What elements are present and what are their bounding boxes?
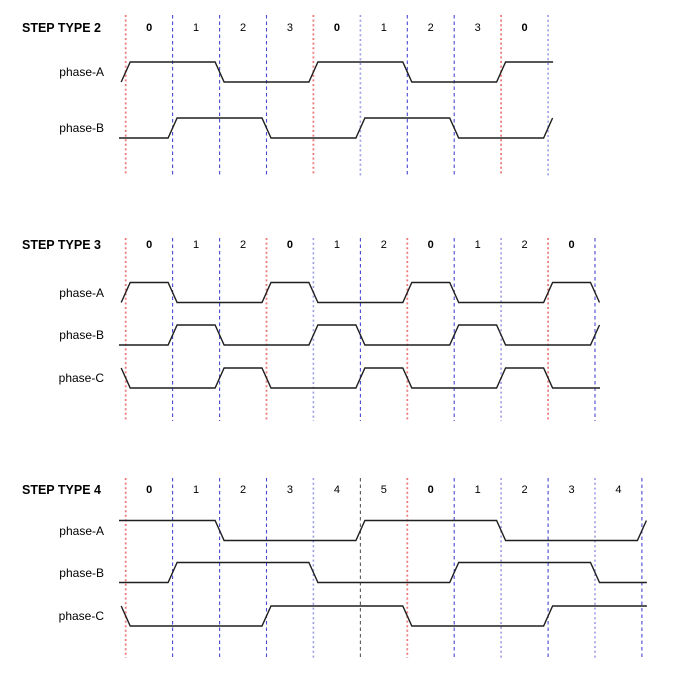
step-number: 3 — [474, 22, 481, 34]
step-number: 5 — [380, 484, 387, 496]
waveform-phase-A — [119, 519, 648, 542]
waveform-phase-C — [120, 367, 600, 389]
step-number: 2 — [380, 239, 387, 251]
step-number: 4 — [615, 484, 622, 496]
step-number: 0 — [427, 239, 434, 251]
step-number: 1 — [193, 239, 200, 251]
step-number: 1 — [193, 484, 200, 496]
step-number: 0 — [286, 239, 294, 251]
step-number: 3 — [286, 22, 294, 34]
step-number: 1 — [333, 239, 340, 251]
step-number: 1 — [474, 239, 481, 251]
phase-label: phase-A — [59, 285, 104, 300]
step-number: 1 — [193, 22, 200, 34]
phase-label: phase-C — [58, 371, 104, 385]
step-number: 0 — [146, 484, 153, 496]
section-title: STEP TYPE 3 — [22, 238, 101, 252]
waveform-phase-B — [119, 117, 554, 139]
phase-label: phase-C — [58, 609, 104, 623]
step-number: 0 — [568, 239, 575, 251]
waveform-phase-B — [119, 561, 647, 584]
step-number: 0 — [146, 22, 153, 34]
step-number: 0 — [427, 484, 434, 496]
waveform-phase-B — [119, 324, 601, 346]
waveform-phase-C — [120, 605, 647, 627]
step-number: 3 — [286, 484, 294, 496]
step-number: 2 — [521, 239, 528, 251]
step-number: 0 — [146, 239, 153, 251]
phase-label: phase-B — [59, 121, 104, 135]
step-number: 0 — [521, 22, 528, 34]
waveform-phase-A — [120, 281, 601, 304]
waveform-phase-A — [120, 61, 554, 83]
step-number: 0 — [333, 22, 340, 34]
step-number: 2 — [239, 484, 247, 496]
phase-label: phase-B — [59, 328, 104, 342]
step-number: 3 — [568, 484, 575, 496]
phase-label: phase-B — [59, 565, 104, 580]
step-number: 1 — [474, 484, 481, 496]
step-number: 2 — [239, 239, 247, 251]
step-number: 2 — [521, 484, 528, 496]
phase-label: phase-A — [59, 65, 104, 79]
section-title: STEP TYPE 4 — [22, 483, 101, 497]
step-number: 2 — [427, 22, 434, 34]
section-title: STEP TYPE 2 — [22, 21, 101, 35]
step-number: 2 — [239, 22, 247, 34]
step-number: 4 — [333, 484, 340, 496]
phase-label: phase-A — [59, 523, 104, 538]
step-number: 1 — [380, 22, 387, 34]
